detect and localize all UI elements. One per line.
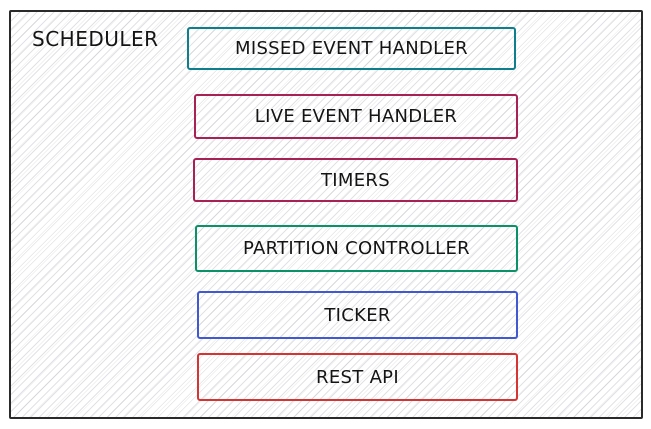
node-timers-label: TIMERS [321,169,390,191]
node-ticker-label: TICKER [324,304,391,326]
node-ticker: TICKER [197,291,518,339]
node-partition-controller-label: PARTITION CONTROLLER [243,238,470,259]
node-partition-controller: PARTITION CONTROLLER [195,225,518,272]
node-missed-event-handler: MISSED EVENT HANDLER [187,27,516,70]
node-live-event-handler: LIVE EVENT HANDLER [194,94,518,139]
node-missed-event-handler-label: MISSED EVENT HANDLER [235,38,468,59]
node-timers: TIMERS [193,158,518,202]
scheduler-container-box: SCHEDULER MISSED EVENT HANDLER LIVE EVEN… [9,10,643,419]
scheduler-title: SCHEDULER [32,27,159,51]
node-rest-api-label: REST API [316,366,399,388]
node-live-event-handler-label: LIVE EVENT HANDLER [254,106,458,127]
node-rest-api: REST API [197,353,518,401]
